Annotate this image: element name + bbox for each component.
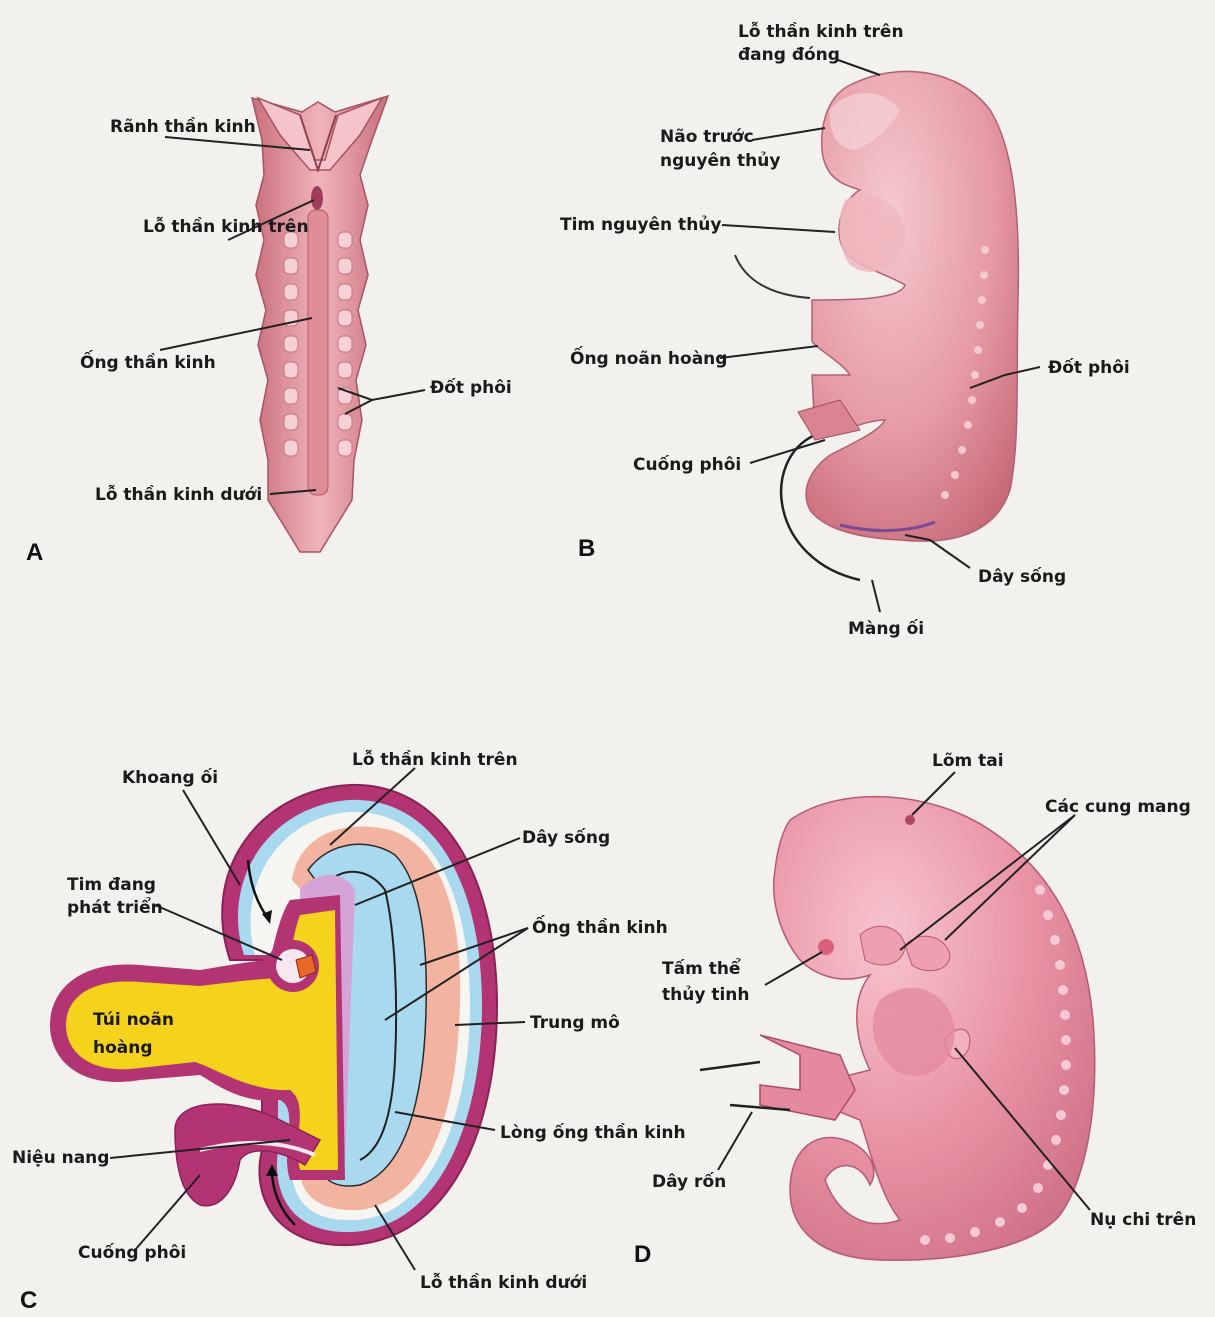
cranial-neuropore-opening: [311, 186, 323, 210]
label-somites-b: Đốt phôi: [1048, 357, 1130, 378]
fold-arrowhead-caudal: [266, 1164, 278, 1176]
panel-letter-b: B: [578, 535, 595, 562]
panel-letter-c: C: [20, 1287, 37, 1314]
connecting-stalk-b: [797, 399, 861, 441]
panel-b: Lỗ thần kinh trên đang đóng Não trước ng…: [560, 20, 1130, 639]
label-lens-placode-2: thủy tinh: [662, 985, 750, 1005]
label-neural-groove: Rãnh thần kinh: [110, 116, 256, 137]
panel-c: Khoang ối Lỗ thần kinh trên Dây sống Tim…: [12, 748, 686, 1314]
yolk-sac-fill: [66, 910, 338, 1170]
panel-letter-d: D: [634, 1241, 651, 1268]
panel-a: Rãnh thần kinh Lỗ thần kinh trên Ống thầ…: [26, 94, 512, 566]
panel-c-leaders: [109, 767, 529, 1271]
label-yolk-sac-2: hoàng: [93, 1038, 153, 1058]
neural-tube-shape: [307, 209, 329, 496]
label-cranial-neuropore-c: Lỗ thần kinh trên: [352, 748, 518, 770]
amnion-curve-upper: [734, 254, 811, 299]
label-caudal-neuropore-c: Lỗ thần kinh dưới: [420, 1271, 587, 1293]
label-cranial-neuropore-closing-1: Lỗ thần kinh trên: [738, 20, 904, 42]
somite-blocks: [283, 231, 353, 457]
label-cranial-neuropore-closing-2: đang đóng: [738, 45, 840, 65]
label-notochord-b: Dây sống: [978, 566, 1066, 587]
notochord-b: [839, 520, 936, 533]
cord-line-upper: [699, 1060, 761, 1072]
label-primitive-heart: Tim nguyên thủy: [560, 215, 721, 235]
embryo-b-body: [805, 70, 1020, 542]
cord-line-lower: [729, 1103, 791, 1112]
heart-bulge: [839, 194, 905, 272]
label-caudal-neuropore: Lỗ thần kinh dưới: [95, 483, 262, 505]
label-developing-heart-1: Tim đang: [67, 875, 156, 895]
neural-canal-c: [329, 870, 398, 1161]
label-otic-pit: Lõm tai: [932, 751, 1004, 771]
label-pharyngeal-arches: Các cung mang: [1045, 797, 1191, 817]
panel-d-leaders: [717, 771, 1091, 1211]
label-upper-limb-bud: Nụ chi trên: [1090, 1210, 1196, 1230]
label-developing-heart-2: phát triển: [67, 896, 163, 918]
neural-groove-shape: [299, 114, 337, 174]
label-amniotic-cavity: Khoang ối: [122, 767, 218, 788]
panel-b-leaders: [719, 59, 1041, 613]
label-umbilical-cord: Dây rốn: [652, 1171, 726, 1192]
label-neural-tube: Ống thần kinh: [80, 349, 216, 373]
umbilical-cord-d: [759, 1034, 856, 1121]
label-somites: Đốt phôi: [430, 377, 512, 398]
label-amnion: Màng ối: [848, 618, 924, 639]
label-cranial-neuropore: Lỗ thần kinh trên: [143, 215, 309, 237]
somites-d: [920, 885, 1071, 1245]
label-connecting-stalk-c: Cuống phôi: [78, 1242, 186, 1263]
panel-a-leaders: [159, 136, 426, 495]
label-yolk-sac-1: Túi noãn: [93, 1010, 174, 1030]
fold-arrowhead-cranial: [262, 910, 272, 924]
somites-b: [941, 246, 989, 499]
label-allantois: Niệu nang: [12, 1148, 109, 1168]
label-primitive-forebrain-2: nguyên thủy: [660, 151, 780, 171]
panel-letter-a: A: [26, 539, 43, 566]
developing-heart-c: [295, 954, 317, 979]
label-neural-tube-c: Ống thần kinh: [532, 914, 668, 938]
label-notochord-c: Dây sống: [522, 827, 610, 848]
connecting-stalk-c: [174, 1103, 322, 1207]
otic-pit-d: [905, 815, 915, 825]
label-connecting-stalk-b: Cuống phôi: [633, 454, 741, 475]
label-mesenchyme: Trung mô: [530, 1013, 620, 1033]
label-primitive-forebrain-1: Não trước: [660, 127, 754, 147]
forebrain-bulge: [829, 93, 900, 150]
lens-placode-d: [818, 939, 834, 955]
panel-d: Lõm tai Các cung mang Tấm thể thủy tinh …: [634, 751, 1196, 1268]
label-vitelline-duct: Ống noãn hoàng: [570, 345, 727, 369]
label-lens-placode-1: Tấm thể: [662, 957, 741, 979]
label-neural-canal: Lòng ống thần kinh: [500, 1122, 686, 1143]
heart-bulge-d: [872, 987, 955, 1076]
